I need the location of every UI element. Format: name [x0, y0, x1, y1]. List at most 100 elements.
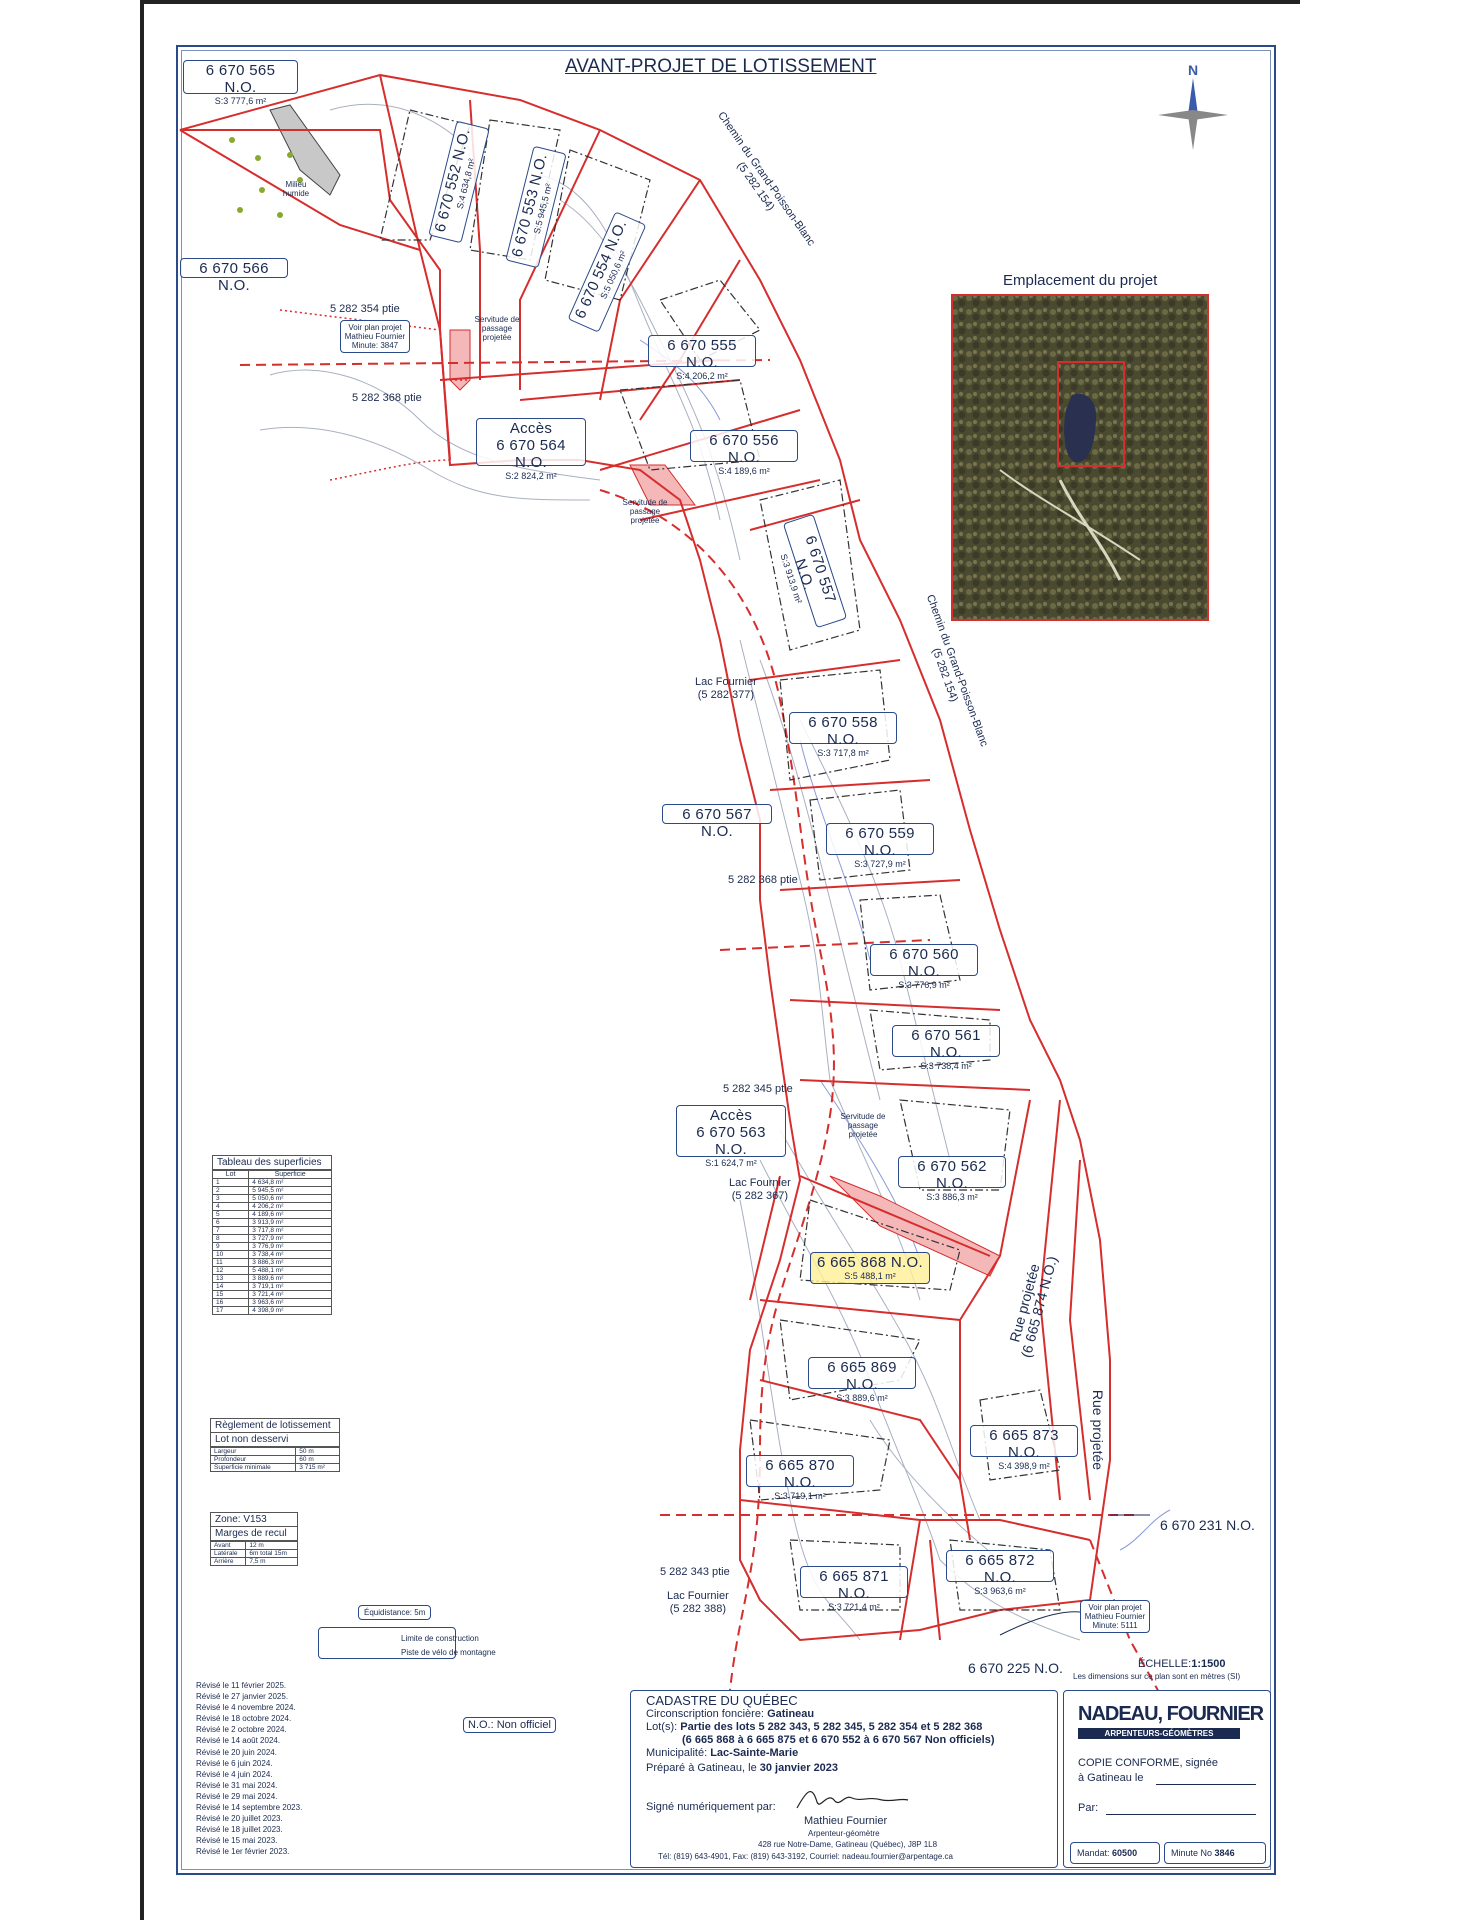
plan-sheet-inner-border	[181, 50, 1271, 1870]
revision-entry: Révisé le 29 mai 2024.	[196, 1791, 278, 1801]
plan-sheet-border	[176, 45, 1276, 1875]
cadastre-block	[630, 1690, 1058, 1868]
reference-note-5111: Voir plan projet Mathieu Fournier Minute…	[1080, 1600, 1150, 1633]
legend-velo-label: Piste de vélo de montagne	[401, 1648, 496, 1657]
superficies-area-cell: 4 189,6 m²	[248, 1210, 332, 1219]
location-map-title: Emplacement du projet	[1003, 272, 1158, 289]
superficies-area-cell: 3 913,9 m²	[248, 1218, 332, 1227]
lot-6665868: 6 665 868 N.O. S:5 488,1 m²	[810, 1252, 930, 1284]
lot-6670560: 6 670 560 N.O. S:3 776,9 m²	[870, 944, 978, 990]
copie-conforme-line3: Par:	[1078, 1802, 1099, 1814]
firm-logo-tagline: ARPENTEURS-GÉOMÈTRES	[1078, 1728, 1240, 1739]
reglement-value-cell: 60 m	[295, 1455, 340, 1464]
superficies-lot-cell: 15	[211, 1290, 250, 1299]
no-officiel-note: N.O.: Non officiel	[463, 1717, 556, 1733]
reglement-label-cell: Largeur	[209, 1447, 297, 1456]
superficies-lot-cell: 17	[211, 1306, 250, 1315]
lac-fournier-label-1: Lac Fournier(5 282 377)	[695, 676, 757, 701]
superficies-area-cell: 5 945,5 m²	[248, 1186, 332, 1195]
wetland-shrubs	[229, 137, 303, 218]
viewer-left-border	[140, 0, 144, 1920]
reglement-title: Règlement de lotissement	[210, 1418, 340, 1433]
reference-note-3847: Voir plan projet Mathieu Fournier Minute…	[340, 320, 410, 353]
lot-6670561: 6 670 561 N.O. S:3 738,4 m²	[892, 1025, 1000, 1071]
zone-label-cell: Avant	[209, 1541, 247, 1550]
revision-entry: Révisé le 4 juin 2024.	[196, 1769, 273, 1779]
cadastre-circonscription: Circonscription foncière: Gatineau	[646, 1708, 815, 1720]
scale-note: Les dimensions sur ce plan sont en mètre…	[1073, 1672, 1241, 1681]
superficies-lot-cell: 8	[211, 1234, 250, 1243]
road-label-rue-projetee-2: Rue projetée	[1090, 1389, 1107, 1471]
revision-entry: Révisé le 15 mai 2023.	[196, 1836, 278, 1846]
revision-entry: Révisé le 27 janvier 2025.	[196, 1692, 289, 1702]
lot-6665871: 6 665 871 N.O. S:3 721,4 m²	[800, 1566, 908, 1612]
signature-image	[796, 1791, 909, 1809]
superficies-area-cell: 3 889,6 m²	[248, 1274, 332, 1283]
superficies-area-cell: 3 719,1 m²	[248, 1282, 332, 1291]
superficies-lot-cell: 6	[211, 1218, 250, 1227]
revision-entry: Révisé le 11 février 2025.	[196, 1681, 287, 1690]
superficies-area-cell: 4 206,2 m²	[248, 1202, 332, 1211]
superficies-table: Tableau des superficies Lot Superficie 1…	[211, 1155, 332, 1315]
reglement-value-cell: 3 715 m²	[295, 1463, 340, 1472]
lot-6665869: 6 665 869 N.O. S:3 889,6 m²	[808, 1357, 916, 1403]
lot-6670566: 6 670 566 N.O.	[180, 258, 288, 294]
servitude-label-2: Servitude de passage projetée	[622, 498, 668, 525]
superficies-lot-cell: 3	[211, 1194, 250, 1203]
zone-title: Zone: V153	[210, 1512, 298, 1527]
superficies-area-cell: 4 634,8 m²	[248, 1178, 332, 1187]
zone-value-cell: 12 m	[245, 1541, 298, 1550]
reglement-table: Règlement de lotissement Lot non desserv…	[209, 1418, 340, 1472]
superficies-lot-cell: 2	[211, 1186, 250, 1195]
superficies-area-cell: 3 727,9 m²	[248, 1234, 332, 1243]
superficies-head-sup: Superficie	[248, 1170, 332, 1179]
minute-box: Minute No 3846	[1164, 1842, 1266, 1864]
zone-subtitle: Marges de recul	[210, 1527, 298, 1541]
mandat-box: Mandat: 60500	[1070, 1842, 1160, 1864]
superficies-lot-cell: 12	[211, 1266, 250, 1275]
lot-6670567: 6 670 567 N.O.	[662, 804, 772, 840]
reglement-subtitle: Lot non desservi	[210, 1433, 340, 1447]
superficies-lot-cell: 16	[211, 1298, 250, 1307]
lot-6665870: 6 665 870 N.O. S:3 719,1 m²	[746, 1455, 854, 1501]
lot-lines	[179, 73, 1111, 1642]
lot-access-6670564: Accès 6 670 564 N.O. S:2 824,2 m²	[476, 418, 586, 481]
scale-label: ÉCHELLE:1:1500	[1138, 1658, 1226, 1670]
zone-value-cell: 6m total 15m	[245, 1549, 298, 1558]
lot-6670555: 6 670 555 N.O. S:4 206,2 m²	[648, 335, 756, 381]
superficies-area-cell: 3 963,6 m²	[248, 1298, 332, 1307]
lot-6670562: 6 670 562 N.O. S:3 886,3 m²	[898, 1156, 1006, 1202]
lot-6670558: 6 670 558 N.O. S:3 717,8 m²	[789, 712, 897, 758]
superficies-lot-cell: 9	[211, 1242, 250, 1251]
north-label: N	[1188, 62, 1199, 78]
signer-title: Arpenteur-géomètre	[808, 1829, 880, 1838]
copie-signature-line	[1106, 1814, 1256, 1815]
servitude-label-3: Servitude de passage projetée	[840, 1112, 886, 1139]
lot-6665872: 6 665 872 N.O. S:3 963,6 m²	[946, 1550, 1054, 1596]
north-arrow-icon	[1158, 78, 1228, 150]
superficies-lot-cell: 11	[211, 1258, 250, 1267]
parcel-5282354-label: 5 282 354 ptie	[330, 303, 400, 315]
cadastre-signed-label: Signé numériquement par:	[646, 1801, 776, 1813]
superficies-lot-cell: 7	[211, 1226, 250, 1235]
parcel-5282368-label-b: 5 282 368 ptie	[728, 874, 798, 886]
superficies-area-cell: 4 398,9 m²	[248, 1306, 332, 1315]
superficies-area-cell: 3 776,9 m²	[248, 1242, 332, 1251]
superficies-lot-cell: 14	[211, 1282, 250, 1291]
